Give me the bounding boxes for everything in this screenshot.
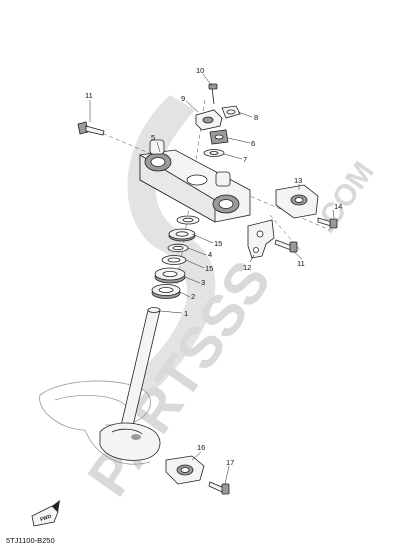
bolt-14 bbox=[317, 217, 338, 229]
callout-15-lower: 15 bbox=[205, 264, 213, 273]
callout-16: 16 bbox=[197, 443, 205, 452]
fwd-arrow-icon: FWD bbox=[31, 500, 60, 527]
bearing-stack bbox=[151, 215, 200, 299]
callout-6: 6 bbox=[251, 139, 255, 148]
callout-9: 9 bbox=[181, 94, 185, 103]
clamp-16 bbox=[165, 455, 205, 485]
callout-12: 12 bbox=[243, 263, 251, 272]
callout-numbers: 1 2 3 4 5 6 7 8 9 10 11 11 12 13 14 15 1… bbox=[85, 66, 342, 467]
callout-14: 14 bbox=[334, 202, 342, 211]
callout-11-lower: 11 bbox=[297, 259, 305, 268]
callout-7: 7 bbox=[243, 155, 247, 164]
washer-4 bbox=[167, 243, 189, 253]
upper-bracket bbox=[139, 139, 251, 223]
callout-17: 17 bbox=[226, 458, 234, 467]
bolt-10 bbox=[208, 83, 218, 105]
leader-lines bbox=[89, 73, 335, 485]
watermark-domain: .COM bbox=[309, 156, 381, 239]
washer-7 bbox=[203, 149, 225, 157]
callout-4: 4 bbox=[208, 250, 212, 259]
bracket-13 bbox=[275, 184, 319, 219]
race-2 bbox=[151, 284, 181, 299]
callout-1: 1 bbox=[184, 309, 188, 318]
plate-12 bbox=[247, 219, 275, 259]
bolt-11-lower bbox=[274, 239, 298, 253]
bearing-3 bbox=[154, 267, 186, 284]
callout-11-upper: 11 bbox=[85, 91, 93, 100]
callout-8: 8 bbox=[254, 113, 258, 122]
fwd-label: FWD bbox=[40, 513, 53, 523]
nut-6 bbox=[209, 129, 229, 145]
callout-13: 13 bbox=[294, 176, 302, 185]
upper-holder-9 bbox=[195, 109, 223, 131]
bolt-17 bbox=[208, 481, 230, 495]
bolt-11-upper bbox=[77, 121, 105, 136]
bearing-race-15 bbox=[168, 228, 196, 242]
seal-15-lower bbox=[161, 255, 187, 265]
callout-15-upper: 15 bbox=[214, 239, 222, 248]
callout-10: 10 bbox=[196, 66, 204, 75]
callout-2: 2 bbox=[191, 292, 195, 301]
washer-15-upper bbox=[176, 215, 200, 225]
drawing-code: 5TJ1100-B250 bbox=[6, 536, 55, 545]
steering-stem bbox=[99, 307, 161, 461]
callout-5: 5 bbox=[151, 133, 155, 142]
handlebar-holder bbox=[195, 83, 241, 157]
frame-outline bbox=[39, 380, 151, 465]
nut-8 bbox=[221, 105, 241, 119]
callout-3: 3 bbox=[201, 278, 205, 287]
